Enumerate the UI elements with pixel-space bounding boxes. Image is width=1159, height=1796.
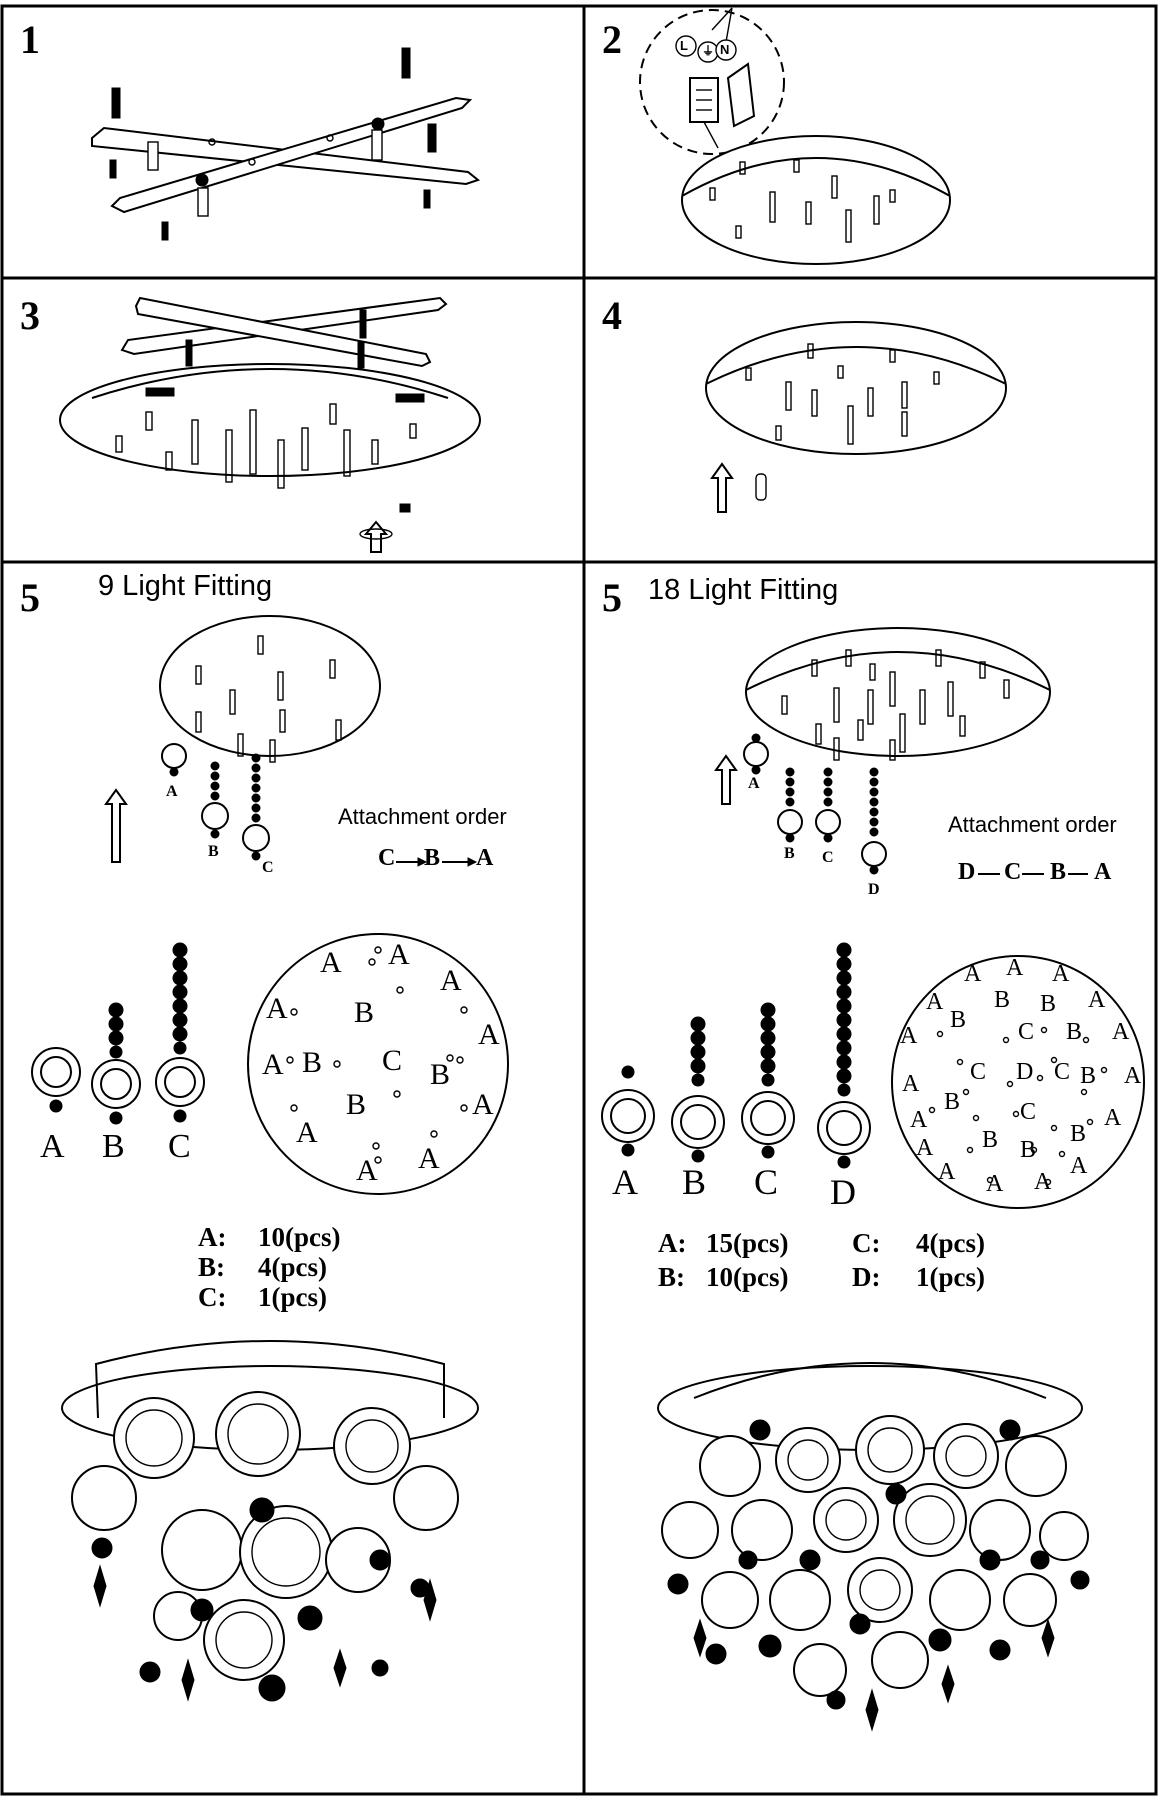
panel-grid <box>0 4 1158 1796</box>
nine-light-ring-types <box>31 942 205 1125</box>
eighteen-light-canopy-diagram <box>714 627 1088 875</box>
step2-wiring-illustration <box>639 7 951 265</box>
neutral-terminal-icon <box>715 39 737 61</box>
nine-light-position-map <box>247 933 509 1195</box>
eighteen-light-ring-types <box>601 942 871 1169</box>
eighteen-light-chandelier-assembled <box>657 1362 1090 1732</box>
step1-mounting-bracket-illustration <box>91 47 481 241</box>
eighteen-light-position-map <box>891 955 1145 1209</box>
earth-terminal-icon <box>697 41 719 63</box>
step3-fix-canopy-illustration <box>59 296 481 553</box>
nine-light-chandelier-assembled <box>61 1340 479 1702</box>
nine-light-canopy-diagram <box>104 615 478 867</box>
step4-insert-bulbs-illustration <box>705 321 1007 513</box>
live-terminal-icon <box>675 35 697 57</box>
